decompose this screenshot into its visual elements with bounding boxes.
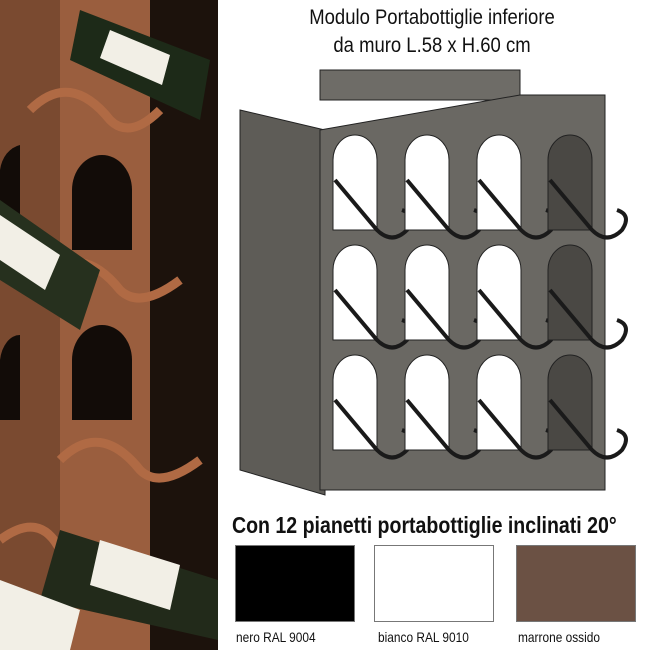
swatch-label-brown: marrone ossido <box>518 629 601 645</box>
bottle-hole <box>332 134 378 231</box>
bottle-shelf <box>548 398 628 460</box>
subtitle: Con 12 pianetti portabottiglie inclinati… <box>232 512 617 538</box>
swatch-label-black: nero RAL 9004 <box>236 629 316 645</box>
wine-bottle <box>0 10 218 650</box>
bottle-hole <box>547 354 593 451</box>
bottle-hole <box>476 134 522 231</box>
title-line-1: Modulo Portabottiglie inferiore <box>309 6 555 29</box>
swatch-white <box>374 545 494 622</box>
bottle-hole <box>404 134 450 231</box>
bottle-shelf <box>548 288 628 350</box>
bottle-hole <box>332 354 378 451</box>
swatch-black <box>235 545 355 622</box>
product-photo <box>0 0 218 650</box>
swatch-label-white: bianco RAL 9010 <box>378 629 469 645</box>
bottle-hole <box>547 244 593 341</box>
bottle-hole <box>547 134 593 231</box>
bottle-rack-illustration <box>239 69 628 496</box>
bottle-hole <box>332 244 378 341</box>
bottle-hole <box>476 354 522 451</box>
bottle-hole <box>404 244 450 341</box>
bottle-shelf <box>548 178 628 240</box>
bottle-hole <box>404 354 450 451</box>
title-line-2: da muro L.58 x H.60 cm <box>333 34 531 57</box>
swatch-brown <box>516 545 636 622</box>
bottle-hole <box>476 244 522 341</box>
